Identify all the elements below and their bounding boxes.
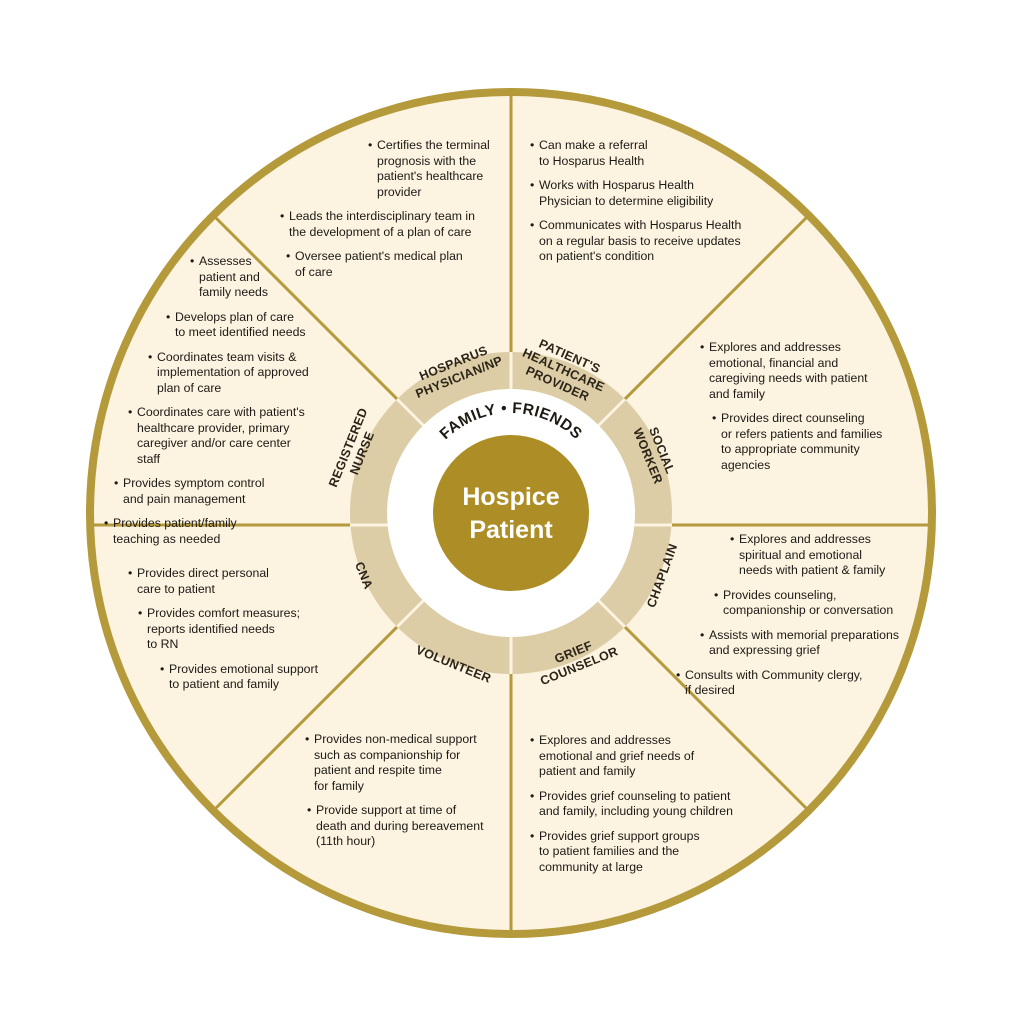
physician-duties: Certifies the terminal prognosis with th… [280, 138, 505, 280]
duty-item: Coordinates care with patient's healthca… [128, 405, 334, 467]
duty-item: Explores and addresses emotional, financ… [700, 340, 910, 402]
duty-item: Provides grief counseling to patient and… [530, 789, 770, 820]
duty-item: Assesses patient and family needs [190, 254, 334, 301]
volunteer-duties: Provides non-medical support such as com… [305, 732, 505, 850]
duty-item: Provides non-medical support such as com… [305, 732, 505, 794]
registered-nurse-duties: Assesses patient and family needsDevelop… [104, 254, 334, 547]
duty-item: Provides direct counseling or refers pat… [712, 411, 910, 473]
duty-item: Provides emotional support to patient an… [160, 662, 337, 693]
duty-item: Develops plan of care to meet identified… [166, 310, 334, 341]
center-title-line1: Hospice [462, 483, 559, 511]
duty-item: Provides direct personal care to patient [128, 566, 337, 597]
duty-item: Communicates with Hosparus Health on a r… [530, 218, 770, 265]
cna-duties: Provides direct personal care to patient… [122, 566, 337, 693]
hospice-patient-center [433, 435, 589, 591]
duty-item: Provides grief support groups to patient… [530, 829, 770, 876]
duty-item: Provides patient/family teaching as need… [104, 516, 334, 547]
duty-item: Provides symptom control and pain manage… [114, 476, 334, 507]
center-title-line2: Patient [469, 516, 553, 544]
duty-item: Consults with Community clergy, if desir… [676, 668, 916, 699]
duty-item: Can make a referral to Hosparus Health [530, 138, 770, 169]
social-worker-duties: Explores and addresses emotional, financ… [700, 340, 910, 473]
duty-item: Provides comfort measures; reports ident… [138, 606, 337, 653]
duty-item: Leads the interdisciplinary team in the … [280, 209, 505, 240]
duty-item: Certifies the terminal prognosis with th… [368, 138, 505, 200]
duty-item: Provides counseling, companionship or co… [714, 588, 916, 619]
grief-counselor-duties: Explores and addresses emotional and gri… [530, 733, 770, 875]
duty-item: Explores and addresses emotional and gri… [530, 733, 770, 780]
duty-item: Works with Hosparus Health Physician to … [530, 178, 770, 209]
duty-item: Explores and addresses spiritual and emo… [730, 532, 916, 579]
duty-item: Assists with memorial preparations and e… [700, 628, 916, 659]
duty-item: Provide support at time of death and dur… [307, 803, 505, 850]
provider-duties: Can make a referral to Hosparus HealthWo… [530, 138, 770, 265]
duty-item: Coordinates team visits & implementation… [148, 350, 334, 397]
chaplain-duties: Explores and addresses spiritual and emo… [676, 532, 916, 699]
